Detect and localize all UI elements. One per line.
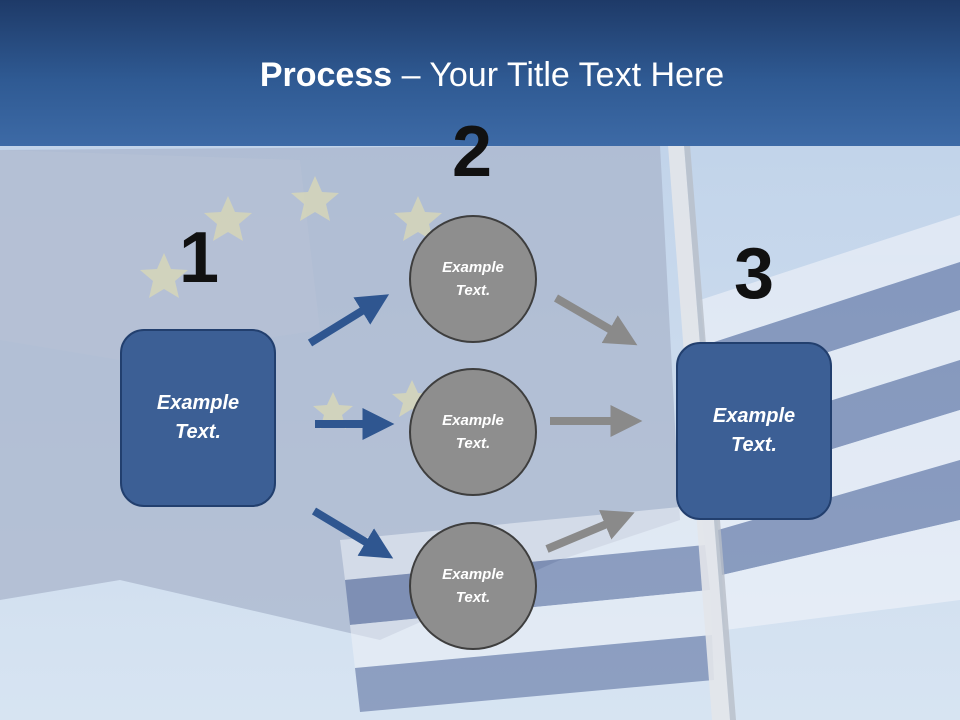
circle-label: Example Text. <box>442 412 504 452</box>
arrow-blue-down <box>311 507 394 559</box>
step-2-circle-top[interactable]: Example Text. <box>409 215 537 343</box>
arrow-gray-up <box>545 509 635 553</box>
step-3-box[interactable]: Example Text. <box>676 342 832 520</box>
step-number-3: 3 <box>733 234 775 314</box>
step-3-label: Example Text. <box>712 405 796 456</box>
step-1-box[interactable]: Example Text. <box>120 329 276 507</box>
step-2-circle-bottom[interactable]: Example Text. <box>409 522 537 650</box>
step-number-2: 2 <box>451 112 493 192</box>
arrow-gray-down <box>553 294 638 346</box>
circle-label: Example Text. <box>442 566 504 606</box>
step-1-label: Example Text. <box>156 392 240 443</box>
circle-label: Example Text. <box>442 259 504 299</box>
title-bold: Process <box>259 56 393 94</box>
arrow-blue-up <box>307 294 390 347</box>
step-2-circle-middle[interactable]: Example Text. <box>409 368 537 496</box>
slide-title: Process – Your Title Text Here <box>0 52 960 98</box>
title-rest: – Your Title Text Here <box>392 56 725 94</box>
step-number-1: 1 <box>178 218 220 298</box>
title-bar: Process – Your Title Text Here <box>0 0 960 146</box>
